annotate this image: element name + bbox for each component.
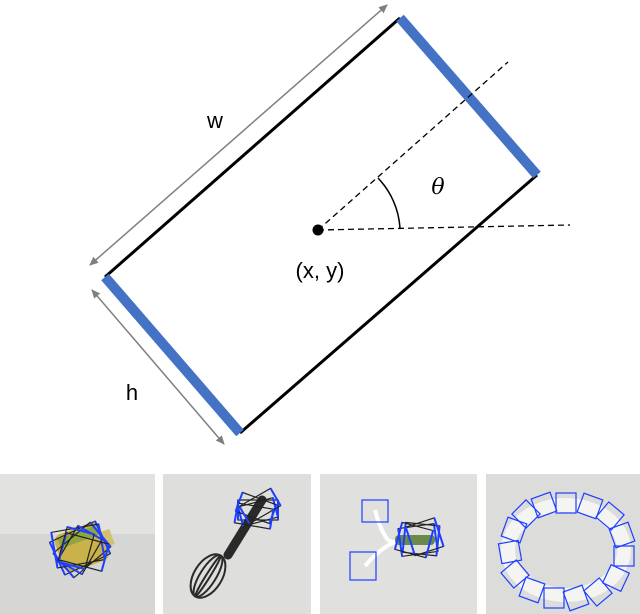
grasp-rectangles xyxy=(233,487,282,530)
example-images xyxy=(0,474,640,614)
horizontal-reference-line xyxy=(317,224,571,231)
center-label: (x, y) xyxy=(296,258,345,283)
ring-object xyxy=(501,498,631,602)
top-edge xyxy=(104,16,401,279)
grasp-rectangle-diagram: w h θ (x, y) xyxy=(89,4,571,445)
whisk-object xyxy=(189,495,267,599)
grasp-rectangles xyxy=(48,520,112,579)
left-gripper-plate xyxy=(101,273,244,437)
bottom-edge xyxy=(239,173,538,435)
grasp-rectangles xyxy=(497,491,636,612)
orientation-axis-line xyxy=(317,61,509,231)
example-image-bottle xyxy=(0,474,155,614)
width-arrow xyxy=(89,4,388,266)
example-image-whisk xyxy=(163,474,311,614)
example-image-cable xyxy=(320,474,477,614)
center-point xyxy=(312,224,324,236)
height-arrow xyxy=(91,289,225,445)
cable-object xyxy=(363,509,441,568)
height-label: h xyxy=(126,380,138,405)
width-label: w xyxy=(206,108,223,133)
angle-label: θ xyxy=(431,175,444,200)
angle-arc xyxy=(377,177,401,229)
example-image-ring xyxy=(486,474,640,614)
grasp-rectangles xyxy=(349,499,445,581)
